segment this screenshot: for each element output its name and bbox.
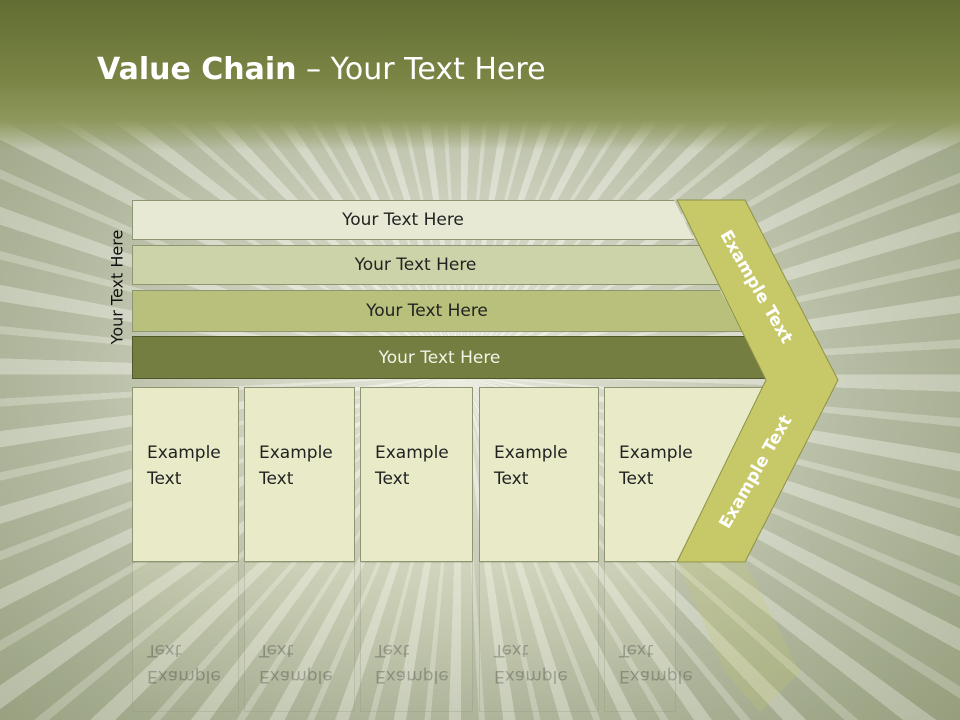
box-2-line-2: Text [259, 469, 294, 489]
box-1-line-2: Text [147, 469, 182, 489]
box-4-line-2: Text [494, 469, 529, 489]
support-row-1-label: Your Text Here [342, 210, 464, 230]
support-row-2-label: Your Text Here [354, 255, 477, 275]
primary-activity-box-1: Example Text [132, 387, 239, 562]
slide-title-bold: Value Chain [97, 52, 297, 87]
slide-title-rest: – Your Text Here [296, 52, 546, 87]
primary-activity-box-4: Example Text [479, 387, 599, 562]
box-2-line-1: Example [259, 443, 333, 463]
box-3-line-2: Text [375, 469, 410, 489]
primary-activity-box-3: Example Text [360, 387, 473, 562]
box-1-line-1: Example [147, 443, 221, 463]
box-5-line-2: Text [619, 469, 654, 489]
box-3-line-1: Example [375, 443, 449, 463]
box-5-line-1: Example [619, 443, 693, 463]
support-row-1: Your Text Here [132, 200, 694, 240]
support-row-4-label: Your Text Here [378, 347, 501, 368]
title-bar [0, 0, 960, 150]
box-4-line-1: Example [494, 443, 568, 463]
slide-title: Value Chain – Your Text Here [97, 52, 546, 87]
margin-chevron-shape [676, 199, 839, 563]
support-row-2: Your Text Here [132, 245, 719, 285]
primary-activity-box-2: Example Text [244, 387, 355, 562]
support-row-4: Your Text Here [132, 336, 767, 379]
support-row-3-label: Your Text Here [366, 301, 488, 321]
support-row-3: Your Text Here [132, 290, 742, 332]
